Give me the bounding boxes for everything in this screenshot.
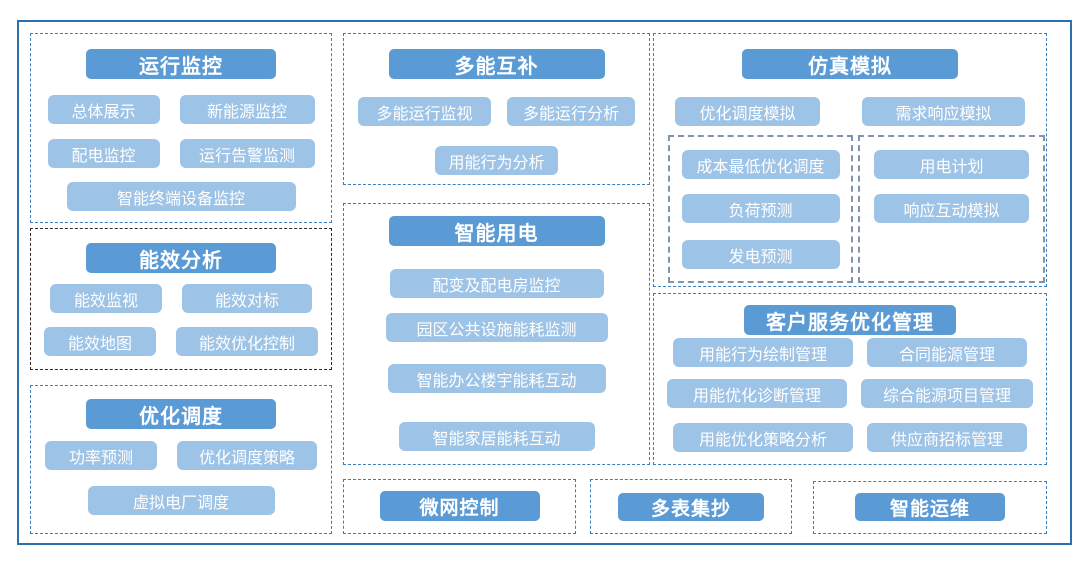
feature-item: 智能办公楼宇能耗互动 <box>387 364 606 393</box>
feature-item: 园区公共设施能耗监测 <box>385 313 608 342</box>
intelligent-operation-header: 智能运维 <box>855 493 1005 521</box>
feature-item: 智能家居能耗互动 <box>398 422 595 451</box>
microgrid-control-panel: 微网控制 <box>343 479 576 534</box>
feature-item: 功率预测 <box>45 441 157 470</box>
feature-item: 用能行为绘制管理 <box>673 338 853 367</box>
optimal-dispatch-panel: 优化调度 功率预测 优化调度策略 虚拟电厂调度 <box>30 385 332 534</box>
feature-item: 综合能源项目管理 <box>861 379 1033 408</box>
customer-service-optimization-header: 客户服务优化管理 <box>744 305 956 335</box>
feature-item: 新能源监控 <box>179 95 315 124</box>
energy-efficiency-analysis-header: 能效分析 <box>86 243 276 273</box>
feature-item: 能效对标 <box>182 284 312 313</box>
feature-item: 总体展示 <box>47 95 160 124</box>
feature-item: 能效优化控制 <box>176 327 318 356</box>
feature-item: 多能运行分析 <box>507 97 635 126</box>
feature-item: 响应互动模拟 <box>874 194 1029 223</box>
simulation-panel: 仿真模拟 优化调度模拟 需求响应模拟 成本最低优化调度 负荷预测 发电预测 用电… <box>653 33 1047 287</box>
feature-item: 能效监视 <box>50 284 162 313</box>
simulation-subpanel-left: 成本最低优化调度 负荷预测 发电预测 <box>668 135 853 283</box>
feature-item: 运行告警监测 <box>179 139 315 168</box>
multi-energy-complementary-header: 多能互补 <box>388 49 605 79</box>
multi-energy-complementary-panel: 多能互补 多能运行监视 多能运行分析 用能行为分析 <box>343 33 650 185</box>
feature-item: 成本最低优化调度 <box>681 150 840 179</box>
feature-item: 用能优化诊断管理 <box>667 379 847 408</box>
smart-power-use-header: 智能用电 <box>388 216 605 246</box>
feature-item: 用能优化策略分析 <box>673 423 853 452</box>
feature-item: 用电计划 <box>874 150 1029 179</box>
feature-item: 虚拟电厂调度 <box>87 486 275 515</box>
feature-item: 需求响应模拟 <box>862 97 1025 126</box>
simulation-header: 仿真模拟 <box>742 49 958 79</box>
feature-item: 配变及配电房监控 <box>389 269 604 298</box>
operation-monitoring-panel: 运行监控 总体展示 新能源监控 配电监控 运行告警监测 智能终端设备监控 <box>30 33 332 223</box>
feature-item: 合同能源管理 <box>867 338 1027 367</box>
feature-item: 发电预测 <box>681 240 840 269</box>
operation-monitoring-header: 运行监控 <box>86 49 276 79</box>
feature-item: 供应商招标管理 <box>867 423 1027 452</box>
intelligent-operation-panel: 智能运维 <box>813 481 1047 534</box>
feature-item: 多能运行监视 <box>358 97 491 126</box>
simulation-subpanel-right: 用电计划 响应互动模拟 <box>858 135 1045 283</box>
feature-item: 配电监控 <box>47 139 160 168</box>
optimal-dispatch-header: 优化调度 <box>86 399 276 429</box>
feature-item: 智能终端设备监控 <box>66 182 296 211</box>
multi-meter-reading-panel: 多表集抄 <box>590 479 792 534</box>
multi-meter-reading-header: 多表集抄 <box>618 493 764 521</box>
microgrid-control-header: 微网控制 <box>379 491 540 521</box>
energy-efficiency-analysis-panel: 能效分析 能效监视 能效对标 能效地图 能效优化控制 <box>30 228 332 370</box>
feature-item: 优化调度策略 <box>177 441 317 470</box>
customer-service-optimization-panel: 客户服务优化管理 用能行为绘制管理 合同能源管理 用能优化诊断管理 综合能源项目… <box>653 293 1047 465</box>
feature-item: 用能行为分析 <box>435 146 558 175</box>
smart-power-use-panel: 智能用电 配变及配电房监控 园区公共设施能耗监测 智能办公楼宇能耗互动 智能家居… <box>343 203 650 465</box>
feature-item: 能效地图 <box>44 327 156 356</box>
feature-item: 优化调度模拟 <box>675 97 820 126</box>
feature-item: 负荷预测 <box>681 194 840 223</box>
